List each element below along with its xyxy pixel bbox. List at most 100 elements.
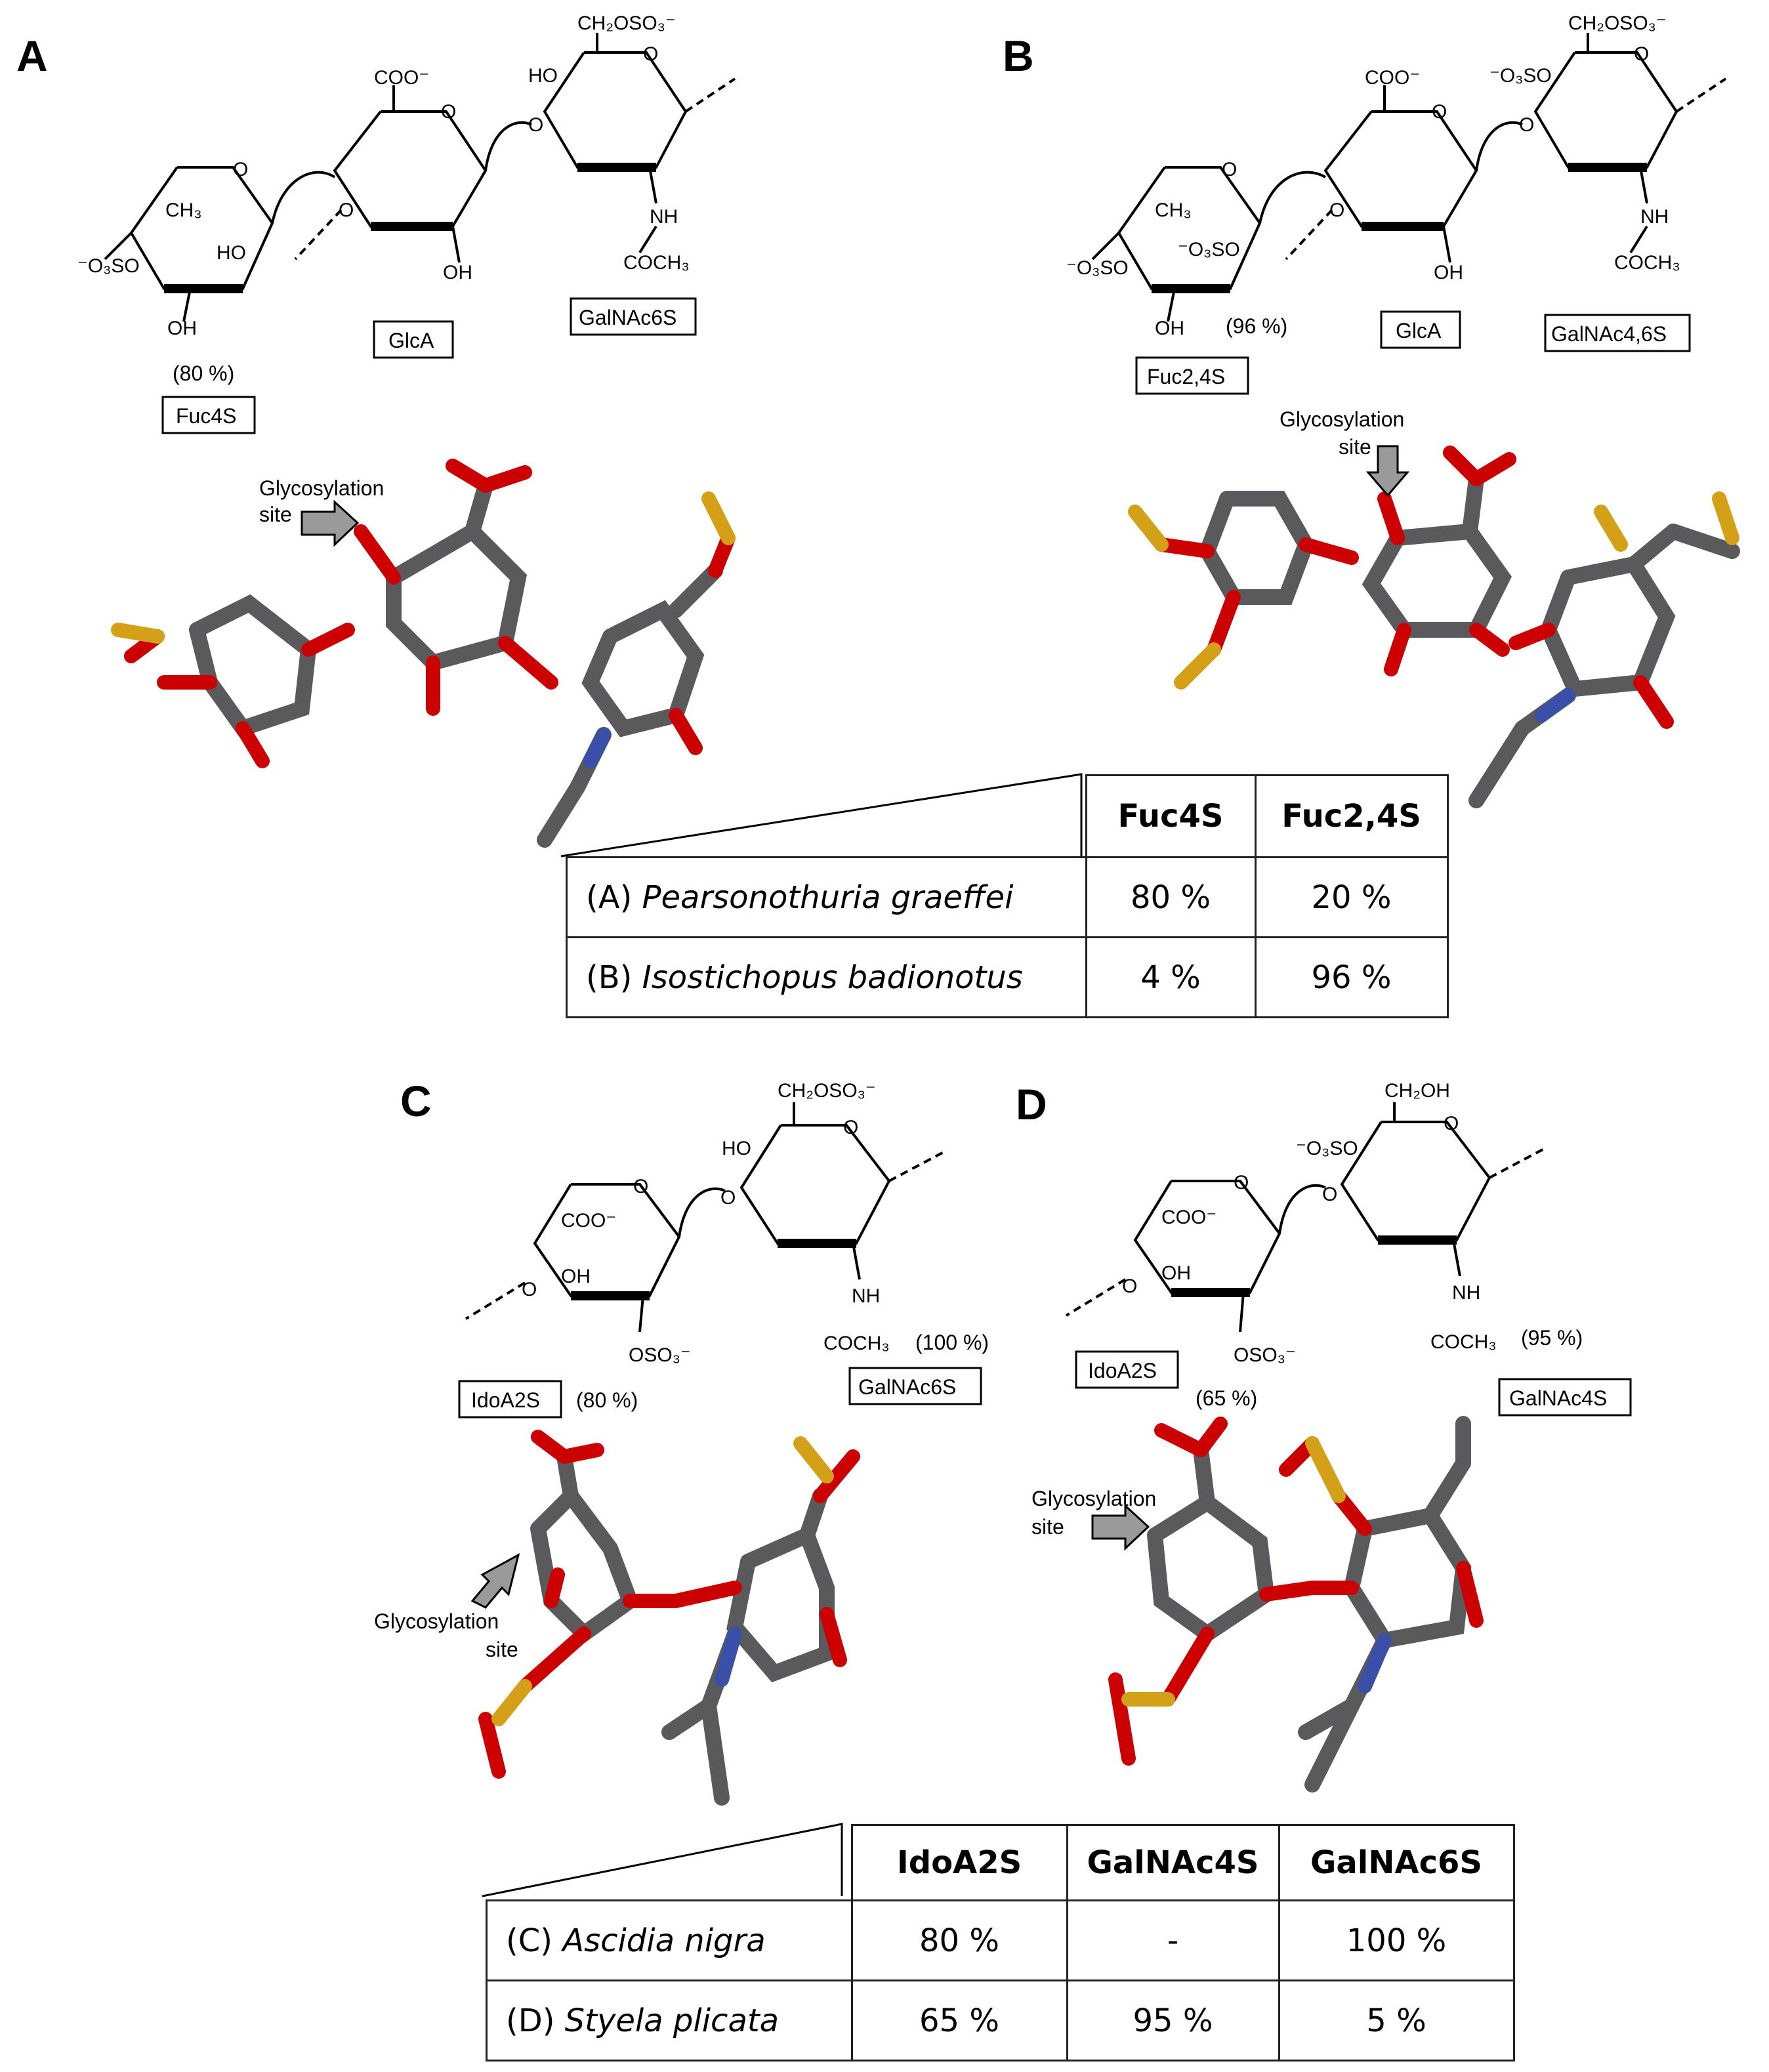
stick-model-c (478, 1430, 860, 1806)
panel-a-labels: ⁻O₃SO OH HO CH₃ O COO⁻ O O OH CH₂OSO₃⁻ H… (77, 12, 697, 434)
value-cell: 100 % (1278, 1899, 1515, 1981)
substituent: O (720, 1187, 736, 1209)
table-top: Fuc4S Fuc2,4S (A) Pearsonothuria graeffe… (566, 774, 1449, 1018)
substituent: COCH₃ (1430, 1331, 1497, 1353)
substituent: O (339, 199, 354, 221)
substituent: O (643, 43, 658, 65)
substituent: O (1444, 1113, 1459, 1134)
substituent: OH (1155, 318, 1184, 339)
panel-a-schematic (104, 33, 736, 322)
stick-model-b (1128, 445, 1740, 808)
residue-label: Fuc4S (176, 404, 236, 428)
residue-label: Fuc2,4S (1147, 365, 1225, 388)
substituent: OH (443, 262, 472, 283)
substituent: O (1432, 101, 1447, 123)
value-cell: 20 % (1254, 856, 1449, 938)
substituent: CH₂OSO₃⁻ (778, 1080, 876, 1102)
substituent: COO⁻ (1161, 1207, 1217, 1228)
value-cell: 4 % (1085, 936, 1257, 1018)
substituent: COCH₃ (823, 1333, 890, 1354)
fuc-percent: (80 %) (173, 362, 234, 385)
panel-c-schematic (465, 1102, 946, 1333)
column-header: IdoA2S (850, 1824, 1068, 1901)
percent: (65 %) (1196, 1386, 1257, 1410)
table-corner (486, 1825, 853, 1901)
panel-letter-d: D (1016, 1080, 1047, 1129)
glyco-label: site (1031, 1515, 1064, 1539)
residue-label: GlcA (1396, 319, 1442, 342)
substituent: ⁻O₃SO (77, 255, 140, 277)
substituent: CH₃ (165, 199, 202, 221)
substituent: ⁻O₃SO (1178, 239, 1240, 260)
glyco-label: site (259, 503, 292, 526)
substituent: O (843, 1117, 858, 1138)
value-cell: 95 % (1066, 1979, 1280, 2062)
panel-d-labels: O COO⁻ OH OSO₃⁻ O O CH₂OH ⁻O₃SO O NH COC… (1075, 1080, 1632, 1417)
panel-letter-c: C (400, 1077, 432, 1125)
glycosylation-arrow-d: Glycosylation site (1031, 1487, 1156, 1551)
substituent: NH (852, 1285, 880, 1307)
fuc-percent: (96 %) (1226, 314, 1287, 338)
substituent: O (233, 159, 248, 180)
column-header: Fuc4S (1085, 774, 1257, 858)
substituent: CH₂OSO₃⁻ (577, 12, 676, 34)
substituent: OH (1161, 1262, 1191, 1284)
stick-model-a (111, 459, 736, 848)
column-header: Fuc2,4S (1254, 774, 1449, 858)
substituent: HO (217, 242, 246, 264)
substituent: O (1234, 1172, 1249, 1193)
substituent: O (1519, 114, 1534, 136)
residue-label: GalNAc6S (579, 306, 676, 329)
glyco-label: Glycosylation (1031, 1487, 1156, 1510)
table-row: (D) Styela plicata 65 % 95 % 5 % (486, 1979, 1515, 2062)
substituent: O (1634, 43, 1649, 65)
substituent: O (1322, 1184, 1337, 1205)
substituent: ⁻O₃SO (1296, 1138, 1358, 1159)
stick-model-d (1108, 1416, 1484, 1792)
substituent: HO (722, 1138, 751, 1159)
glycosylation-arrow-b: Glycosylation site (1280, 407, 1410, 497)
panel-d-schematic (1065, 1102, 1546, 1333)
substituent: O (1329, 199, 1344, 221)
substituent: OSO₃⁻ (1234, 1344, 1296, 1366)
substituent: OSO₃⁻ (629, 1344, 691, 1366)
residue-label: GalNAc6S (858, 1375, 956, 1399)
substituent: COO⁻ (374, 67, 429, 89)
glyco-label: Glycosylation (1280, 407, 1404, 431)
value-cell: 65 % (850, 1979, 1068, 2062)
column-header: GalNAc6S (1278, 1824, 1515, 1901)
value-cell: 5 % (1278, 1979, 1515, 2062)
percent: (100 %) (915, 1331, 989, 1354)
substituent: O (1122, 1275, 1137, 1297)
panel-b-schematic (1091, 33, 1727, 322)
substituent: NH (1452, 1282, 1480, 1304)
substituent: O (1222, 159, 1237, 180)
substituent: O (441, 101, 456, 123)
percent: (95 %) (1521, 1326, 1583, 1350)
residue-label: GlcA (388, 329, 434, 352)
substituent: O (522, 1279, 537, 1300)
substituent: OH (561, 1266, 591, 1287)
species-cell: (B) Isostichopus badionotus (566, 936, 1087, 1018)
residue-label: IdoA2S (471, 1388, 540, 1412)
table-row: (A) Pearsonothuria graeffei 80 % 20 % (566, 856, 1449, 938)
percent: (80 %) (576, 1388, 638, 1412)
substituent: OH (167, 318, 197, 339)
substituent: COO⁻ (1365, 67, 1420, 89)
substituent: COCH₃ (1614, 252, 1680, 274)
substituent: OH (1434, 262, 1463, 283)
panel-letter-b: B (1003, 31, 1034, 80)
value-cell: 80 % (850, 1899, 1068, 1981)
glyco-label: site (1339, 435, 1371, 459)
substituent: ⁻O₃SO (1066, 257, 1129, 279)
column-header: GalNAc4S (1066, 1824, 1280, 1901)
substituent: CH₃ (1155, 199, 1192, 221)
value-cell: 96 % (1254, 936, 1449, 1018)
panel-b-labels: ⁻O₃SO OH ⁻O₃SO CH₃ O COO⁻ O O OH CH₂OSO₃… (1066, 12, 1691, 395)
species-cell: (C) Ascidia nigra (486, 1899, 853, 1981)
substituent: NH (650, 206, 678, 228)
species-cell: (D) Styela plicata (486, 1979, 853, 2062)
panel-c-labels: O COO⁻ OH OSO₃⁻ O O CH₂OSO₃⁻ HO O NH COC… (458, 1080, 989, 1419)
table-bottom: IdoA2S GalNAc4S GalNAc6S (C) Ascidia nig… (486, 1824, 1515, 2062)
glycosylation-arrow-c: Glycosylation site (374, 1553, 520, 1661)
